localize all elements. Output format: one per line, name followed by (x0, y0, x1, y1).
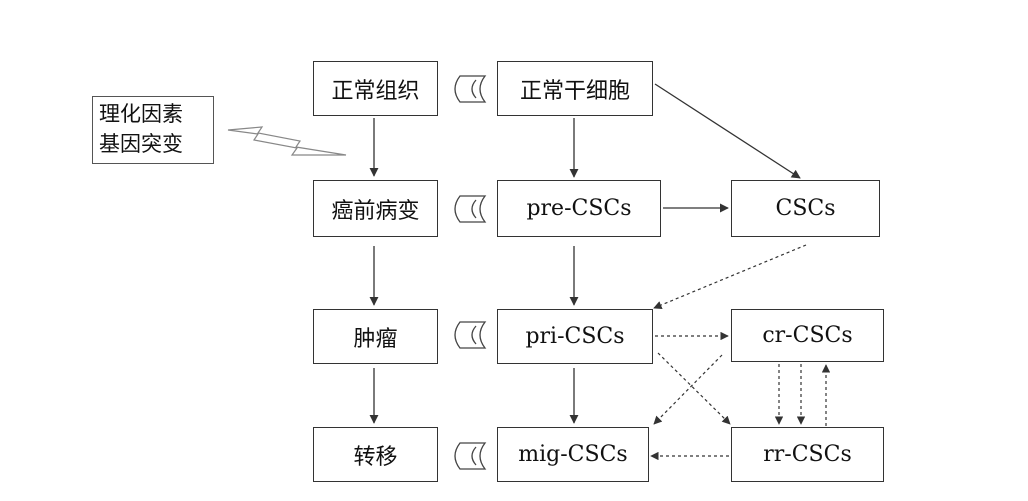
box-pre-cscs: pre-CSCs (497, 180, 661, 237)
lightning-bolt-icon (227, 126, 347, 156)
box-precancerous-lesion: 癌前病变 (313, 180, 438, 237)
bracket-symbol-row2 (454, 195, 487, 223)
bracket-symbol-row1 (454, 75, 487, 103)
box-cr-cscs: cr-CSCs (731, 309, 884, 362)
arrow-normal-stem-to-cscs (654, 83, 801, 179)
factor-label-box: 理化因素 基因突变 (92, 96, 214, 164)
bracket-symbol-row3 (454, 321, 487, 349)
arrow-cr-to-mig-cscs (653, 354, 723, 425)
box-mig-cscs: mig-CSCs (497, 427, 649, 482)
factor-line-2: 基因突变 (99, 132, 183, 156)
box-cscs: CSCs (731, 180, 880, 237)
arrow-cscs-to-pri-cscs (653, 244, 807, 309)
arrow-pri-to-rr-cscs (657, 352, 731, 425)
box-tumor: 肿瘤 (313, 309, 438, 364)
box-pri-cscs: pri-CSCs (497, 309, 653, 364)
box-metastasis: 转移 (313, 427, 438, 482)
box-rr-cscs: rr-CSCs (731, 427, 884, 482)
box-normal-tissue: 正常组织 (313, 61, 438, 116)
bracket-symbol-row4 (454, 442, 487, 470)
box-normal-stem-cell: 正常干细胞 (497, 61, 653, 116)
factor-line-1: 理化因素 (99, 102, 183, 126)
